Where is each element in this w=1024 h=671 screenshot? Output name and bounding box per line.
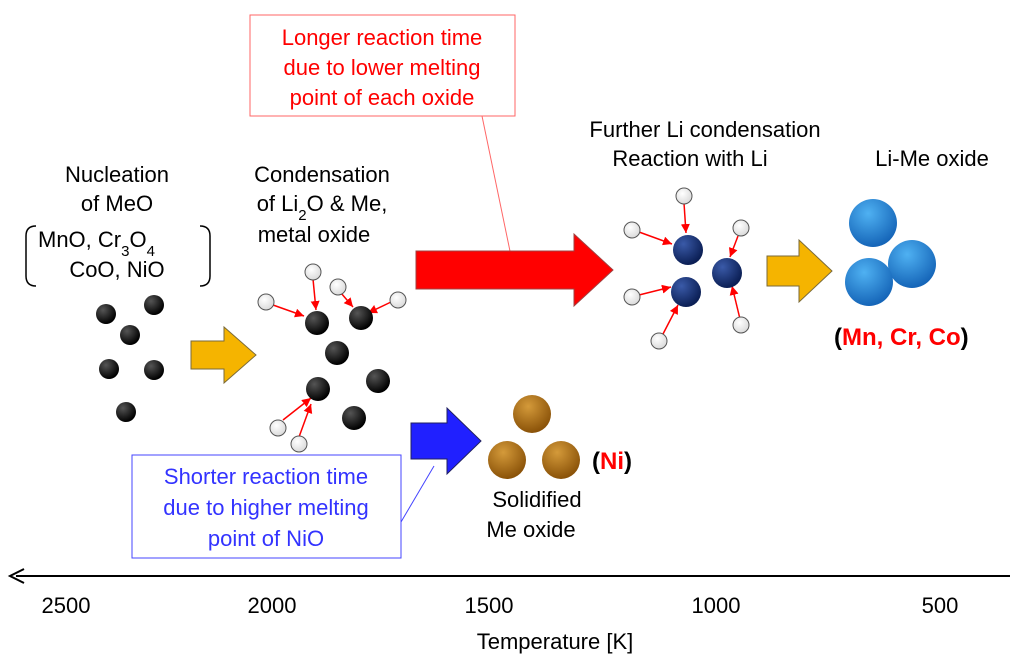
callout-pointer-red xyxy=(481,115,512,257)
blue-arrow xyxy=(410,406,482,476)
solidified-stage: (Ni) Solidified Me oxide xyxy=(486,395,632,542)
li-atom xyxy=(732,219,750,237)
solidified-element: (Ni) xyxy=(592,448,632,475)
shorter-text-3: point of NiO xyxy=(208,526,324,551)
shorter-text-1: Shorter reaction time xyxy=(164,464,368,489)
solidified-label-2: Me oxide xyxy=(486,517,575,542)
further-stage: Further Li condensation Reaction with Li xyxy=(589,117,821,350)
tick-label: 1500 xyxy=(465,593,514,618)
right-bracket xyxy=(199,225,211,287)
li-me-oxide-particle xyxy=(888,240,936,288)
li-atom xyxy=(290,435,308,453)
longer-reaction-callout: Longer reaction time due to lower meltin… xyxy=(249,14,516,257)
li-atom xyxy=(623,221,641,239)
condensation-label-3: metal oxide xyxy=(258,222,371,247)
product-elements: (Mn, Cr, Co) xyxy=(834,324,969,351)
li-atoms xyxy=(257,263,407,453)
reacting-particle xyxy=(671,277,701,307)
condensation-stage: Condensation of Li2O & Me, metal oxide xyxy=(254,162,407,453)
li-atom xyxy=(675,187,693,205)
li-reaction-arrows xyxy=(638,202,741,335)
navy-particles xyxy=(671,235,742,307)
li-condensation-arrows xyxy=(272,278,392,438)
solid-oxide-particle xyxy=(488,441,526,479)
further-label-1: Further Li condensation xyxy=(589,117,820,142)
axis-arrowhead xyxy=(7,568,25,584)
oxide-list-2: CoO, NiO xyxy=(69,257,164,282)
left-bracket xyxy=(25,225,37,287)
solid-oxide-particle xyxy=(513,395,551,433)
nucleation-title-2: of MeO xyxy=(81,191,153,216)
red-arrow xyxy=(415,232,614,308)
tick-label: 2500 xyxy=(42,593,91,618)
meo-particle xyxy=(116,402,136,422)
li-atom xyxy=(304,263,322,281)
li-atom xyxy=(623,288,641,306)
li-atom xyxy=(269,419,287,437)
metal-particle xyxy=(366,369,390,393)
metal-particle xyxy=(305,311,329,335)
li-me-oxide-particle xyxy=(845,258,893,306)
product-title: Li-Me oxide xyxy=(875,146,989,171)
shorter-reaction-callout: Shorter reaction time due to higher melt… xyxy=(131,454,435,559)
callout-box-blue xyxy=(131,454,402,559)
metal-particle xyxy=(325,341,349,365)
solid-oxide-particle xyxy=(542,441,580,479)
nucleation-title-1: Nucleation xyxy=(65,162,169,187)
longer-text-2: due to lower melting xyxy=(284,55,481,80)
metal-particle xyxy=(342,406,366,430)
li-atom xyxy=(389,291,407,309)
temperature-axis: 2500 2000 1500 1000 500 Temperature [K] xyxy=(7,568,1010,654)
li-atom xyxy=(732,316,750,334)
nucleation-stage: Nucleation of MeO MnO, Cr3O4 CoO, NiO xyxy=(25,162,211,422)
meo-particle xyxy=(120,325,140,345)
tick-label: 1000 xyxy=(692,593,741,618)
meo-nuclei xyxy=(96,295,164,422)
oxide-list-1: MnO, Cr3O4 xyxy=(38,227,155,260)
meo-particle xyxy=(99,359,119,379)
li-atom xyxy=(329,278,347,296)
condensation-label-1: Condensation xyxy=(254,162,390,187)
li-atom xyxy=(257,293,275,311)
further-label-2: Reaction with Li xyxy=(612,146,767,171)
reacting-particle xyxy=(712,258,742,288)
product-stage: Li-Me oxide (Mn, Cr, Co) xyxy=(834,146,989,351)
li-atoms-2 xyxy=(623,187,750,350)
metal-particle xyxy=(349,306,373,330)
shorter-text-2: due to higher melting xyxy=(163,495,368,520)
longer-text-1: Longer reaction time xyxy=(282,25,483,50)
meo-particle xyxy=(144,360,164,380)
meo-particle xyxy=(96,304,116,324)
axis-title: Temperature [K] xyxy=(477,629,634,654)
callout-box-red xyxy=(249,14,516,117)
longer-text-3: point of each oxide xyxy=(290,85,475,110)
callout-pointer-blue xyxy=(400,465,435,523)
meo-particle xyxy=(144,295,164,315)
li-atom xyxy=(650,332,668,350)
metal-particle xyxy=(306,377,330,401)
yellow-arrow-2 xyxy=(766,238,833,304)
metal-particles xyxy=(305,306,390,430)
tick-label: 2000 xyxy=(248,593,297,618)
reacting-particle xyxy=(673,235,703,265)
tick-label: 500 xyxy=(922,593,959,618)
li-me-oxide-particle xyxy=(849,199,897,247)
solidified-label-1: Solidified xyxy=(492,487,581,512)
yellow-arrow-1 xyxy=(190,325,257,385)
condensation-label-2: of Li2O & Me, xyxy=(257,191,388,224)
